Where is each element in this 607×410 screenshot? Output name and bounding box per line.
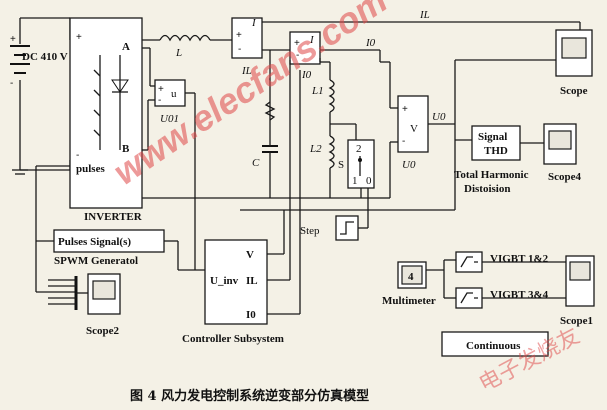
thd-label-line1: Total Harmonic	[454, 169, 529, 181]
inverter-port-b: B	[122, 143, 130, 155]
thd-label-line2: Distoision	[464, 183, 510, 195]
voltmeter-u01-symbol: u	[171, 88, 177, 100]
controller-port-v: V	[246, 249, 254, 261]
multimeter-label: Multimeter	[382, 295, 436, 307]
current-meter-i0-label: I0	[301, 69, 312, 81]
controller-label: Controller Subsystem	[182, 333, 284, 345]
inductor-l1-label: L1	[311, 85, 324, 97]
voltmeter-u0-output-label: U0	[432, 111, 446, 123]
scope4-label: Scope4	[548, 171, 582, 183]
inverter-block[interactable]: + - A B pulses	[69, 17, 143, 209]
vigbt34-label: VIGBT 3&4	[490, 289, 549, 301]
svg-text:+: +	[236, 30, 242, 41]
dc-source-label: DC 410 V	[22, 51, 68, 63]
switch-pos0: 0	[366, 175, 372, 187]
controller-port-i0: I0	[246, 309, 256, 321]
capacitor-label: C	[252, 157, 260, 169]
inductor-l2-label: L2	[309, 143, 322, 155]
capacitor-c[interactable]	[262, 145, 278, 153]
current-meter-il-symbol: I	[251, 17, 257, 29]
step-label: Step	[300, 225, 320, 237]
scope2-label: Scope2	[86, 325, 120, 337]
inductor-l1[interactable]	[328, 79, 335, 113]
scope-label: Scope	[560, 85, 588, 97]
current-meter-il[interactable]: + - I	[231, 17, 263, 59]
current-meter-i0-symbol: I	[309, 34, 315, 46]
current-meter-il-label: IL	[241, 65, 252, 77]
switch-pos2: 2	[356, 143, 362, 155]
dc-minus-sign: -	[10, 78, 13, 89]
scope1-label: Scope1	[560, 315, 593, 327]
svg-text:-: -	[402, 136, 405, 147]
vigbt34-selector[interactable]	[455, 287, 483, 309]
capacitor-esr	[264, 101, 276, 121]
svg-text:+: +	[294, 38, 300, 49]
scope4-block[interactable]	[543, 123, 577, 165]
wire-label-i0: I0	[365, 37, 376, 49]
scope2-block[interactable]	[87, 273, 121, 315]
controller-port-il: IL	[246, 275, 258, 287]
wire-label-il: IL	[419, 9, 430, 21]
voltmeter-u0[interactable]: + - V	[397, 95, 429, 153]
voltmeter-u01-label: U01	[160, 113, 179, 125]
inverter-label: INVERTER	[84, 211, 143, 223]
scope1-block[interactable]	[565, 255, 595, 307]
current-meter-i0[interactable]: + - I	[289, 31, 321, 65]
thd-line1: Signal	[478, 131, 507, 143]
vigbt12-label: VIGBT 1&2	[490, 253, 549, 265]
inverter-pulses-port: pulses	[76, 163, 105, 175]
svg-text:-: -	[296, 50, 299, 61]
breaker-switch-s[interactable]: 2 1 0	[347, 139, 375, 189]
svg-text:-: -	[238, 44, 241, 55]
inductor-l2[interactable]	[328, 135, 335, 169]
scope-block[interactable]	[555, 29, 593, 77]
inductor-label: L	[175, 47, 182, 59]
inverter-plus-port: +	[76, 32, 82, 43]
continuous-label: Continuous	[466, 340, 521, 352]
spwm-label: SPWM Generatol	[54, 255, 138, 267]
spwm-generator-block[interactable]: Pulses Signal(s)	[53, 229, 165, 253]
multimeter-block[interactable]: 4	[397, 261, 427, 289]
spwm-text: Pulses Signal(s)	[58, 236, 131, 248]
inductor-l[interactable]	[159, 34, 211, 42]
inverter-minus-port: -	[76, 150, 79, 161]
vigbt12-selector[interactable]	[455, 251, 483, 273]
controller-subsystem-block[interactable]: V U_inv IL I0	[204, 239, 268, 325]
switch-label: S	[338, 159, 344, 171]
thd-line2: THD	[484, 145, 508, 157]
signal-thd-block[interactable]: Signal THD	[471, 125, 521, 161]
svg-text:+: +	[402, 104, 408, 115]
voltmeter-u0-label: U0	[402, 159, 416, 171]
continuous-powergui-block[interactable]: Continuous	[441, 331, 549, 357]
voltmeter-u0-symbol: V	[410, 123, 418, 135]
inverter-port-a: A	[122, 41, 130, 53]
controller-port-uinv: U_inv	[210, 275, 239, 287]
switch-pos1: 1	[352, 175, 358, 187]
svg-text:+: +	[158, 84, 164, 95]
igbt-bridge-icon	[93, 55, 129, 150]
dc-source[interactable]: + - DC 410 V	[10, 18, 68, 175]
figure-caption: 图 4 风力发电控制系统逆变部分仿真模型	[130, 388, 369, 404]
step-block[interactable]	[335, 215, 359, 241]
dc-plus-sign: +	[10, 34, 16, 45]
svg-text:-: -	[158, 95, 161, 106]
voltmeter-u01[interactable]: + - u	[154, 79, 186, 107]
multimeter-value: 4	[408, 271, 414, 283]
